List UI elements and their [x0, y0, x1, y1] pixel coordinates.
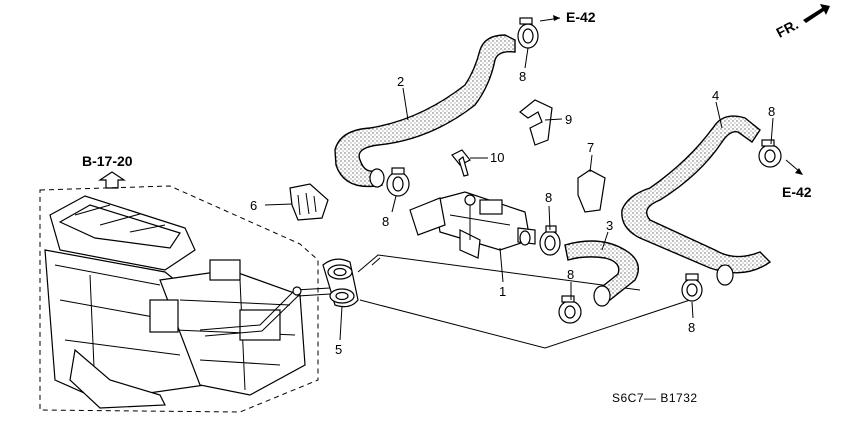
callout-8-lower[interactable]: 8 [567, 267, 574, 282]
hose-clamp [517, 17, 539, 49]
ref-e42-top[interactable]: E-42 [566, 9, 596, 25]
callout-8-top[interactable]: 8 [519, 69, 526, 84]
grommet [322, 258, 359, 308]
hose-2 [334, 34, 516, 188]
route-line-lower [359, 299, 691, 349]
front-marker: FR. [773, 16, 800, 41]
hose-4-end [716, 264, 734, 286]
arrow-icon [553, 15, 560, 21]
heater-unit-outline [39, 185, 319, 413]
front-arrow-icon [803, 4, 830, 23]
bolt [451, 149, 471, 177]
callout-9[interactable]: 9 [565, 112, 572, 127]
callout-3[interactable]: 3 [606, 218, 613, 233]
ref-b1720[interactable]: B-17-20 [82, 153, 133, 169]
leader-lines [264, 47, 774, 341]
callout-8-right[interactable]: 8 [768, 104, 775, 119]
callout-6[interactable]: 6 [250, 198, 257, 213]
route-line-upper [357, 254, 641, 291]
water-valve [409, 191, 536, 259]
ref-e42-right[interactable]: E-42 [782, 184, 812, 200]
callout-4[interactable]: 4 [712, 88, 719, 103]
hose-clamp [539, 225, 561, 256]
clip-7 [577, 169, 606, 213]
clip-9 [519, 99, 553, 146]
callout-8-left[interactable]: 8 [382, 214, 389, 229]
callout-7[interactable]: 7 [587, 140, 594, 155]
callout-1[interactable]: 1 [499, 284, 506, 299]
up-arrow-icon [98, 171, 126, 189]
callout-8-mid[interactable]: 8 [545, 190, 552, 205]
holder-6 [289, 183, 329, 221]
callout-8-bottom[interactable]: 8 [688, 320, 695, 335]
hose-clamp [558, 295, 582, 324]
heater-unit [44, 195, 331, 409]
hose-4 [621, 115, 772, 274]
callout-2[interactable]: 2 [397, 74, 404, 89]
hose-2-end [369, 168, 385, 188]
callout-5[interactable]: 5 [335, 342, 342, 357]
hose-clamp [758, 139, 782, 168]
callout-10[interactable]: 10 [490, 150, 504, 165]
hose-3-end [593, 285, 611, 307]
arrow-icon [795, 168, 803, 175]
hose-clamp [681, 273, 703, 302]
hose-clamp [386, 167, 410, 197]
diagram-code: S6C7— B1732 [612, 391, 698, 405]
